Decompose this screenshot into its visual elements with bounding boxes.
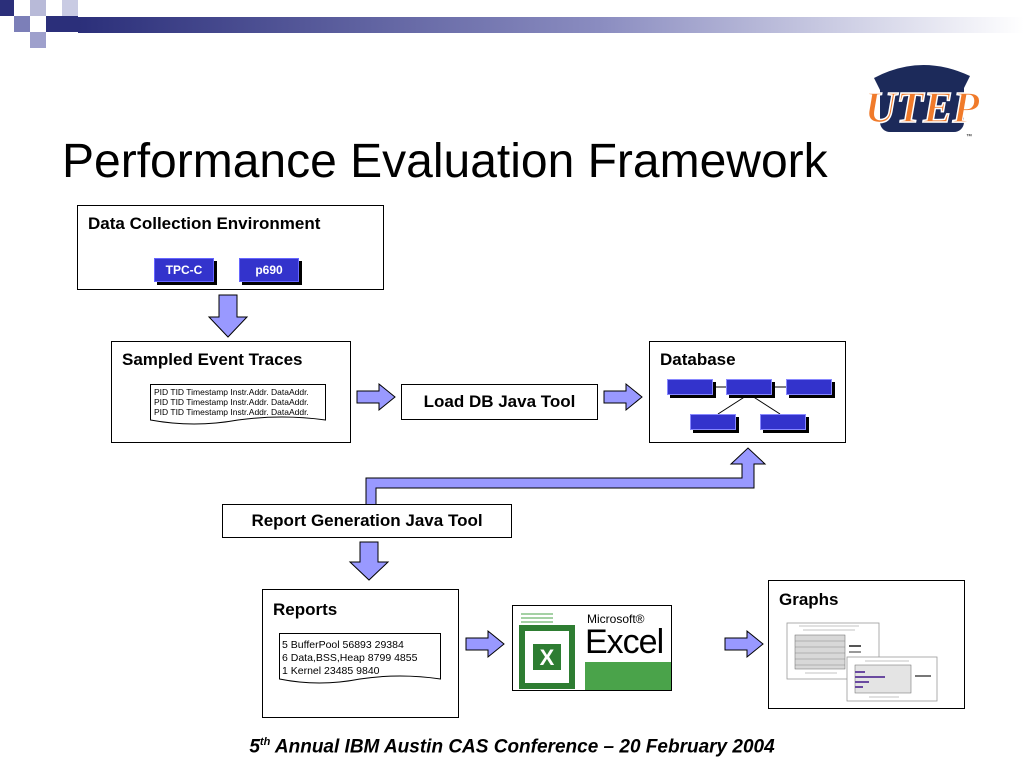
header-decoration	[0, 0, 1024, 52]
db-node	[667, 379, 713, 395]
excel-logo: X Microsoft® Excel	[512, 605, 672, 691]
report-line: 5 BufferPool 56893 29384	[282, 639, 404, 651]
graphs-box: Graphs	[768, 580, 965, 709]
trace-lines: PID TID Timestamp Instr.Addr. DataAddr. …	[154, 387, 309, 417]
excel-graphic: X	[519, 613, 671, 690]
data-collection-box: Data Collection Environment TPC-C p690	[77, 205, 384, 290]
footer-number: 5	[249, 736, 260, 758]
footer-conference: 5th Annual IBM Austin CAS Conference – 2…	[0, 736, 1024, 758]
svg-text:™: ™	[966, 133, 972, 140]
footer-suffix: th	[259, 736, 271, 748]
trace-line: PID TID Timestamp Instr.Addr. DataAddr.	[154, 387, 309, 397]
report-document-shape	[279, 633, 441, 684]
db-node	[786, 379, 832, 395]
load-db-tool: Load DB Java Tool	[401, 384, 598, 420]
graphs-title: Graphs	[779, 590, 839, 609]
report-lines: 5 BufferPool 56893 29384 6 Data,BSS,Heap…	[282, 639, 417, 678]
svg-text:X: X	[540, 645, 555, 670]
reports-title: Reports	[273, 600, 338, 619]
arrow-down-1	[207, 294, 249, 338]
tpcc-chip: TPC-C	[154, 258, 214, 282]
report-generation-tool: Report Generation Java Tool	[222, 504, 512, 538]
arrow-right-1	[356, 382, 396, 412]
arrow-up-to-database	[365, 447, 767, 507]
arrow-right-3	[465, 629, 505, 659]
excel-name: Excel	[585, 623, 664, 661]
p690-chip: p690	[239, 258, 299, 282]
svg-text:UTEP: UTEP	[865, 83, 981, 132]
database-title: Database	[660, 350, 736, 369]
footer-text: Annual IBM Austin CAS Conference – 20 Fe…	[270, 736, 775, 758]
logo-graphic: UTEP ™	[864, 64, 981, 140]
db-node	[690, 414, 736, 430]
trace-line: PID TID Timestamp Instr.Addr. DataAddr.	[154, 397, 309, 407]
arrow-right-4	[724, 629, 764, 659]
header-gradient	[0, 0, 1024, 48]
trace-document-shape	[150, 384, 326, 425]
db-node	[726, 379, 772, 395]
trace-line: PID TID Timestamp Instr.Addr. DataAddr.	[154, 407, 309, 417]
sampled-traces-box: Sampled Event Traces PID TID Timestamp I…	[111, 341, 351, 443]
report-line: 6 Data,BSS,Heap 8799 4855	[282, 652, 418, 664]
report-line: 1 Kernel 23485 9840	[282, 665, 380, 677]
reports-box: Reports 5 BufferPool 56893 29384 6 Data,…	[262, 589, 459, 718]
sampled-traces-title: Sampled Event Traces	[122, 350, 303, 369]
page-title: Performance Evaluation Framework	[62, 135, 828, 188]
db-node	[760, 414, 806, 430]
graph-thumbnails	[786, 622, 938, 702]
arrow-down-2	[348, 541, 390, 581]
excel-brand: Microsoft®	[587, 612, 645, 626]
arrow-right-2	[603, 382, 643, 412]
utep-logo: UTEP ™	[864, 48, 981, 148]
data-collection-title: Data Collection Environment	[88, 214, 321, 233]
database-box: Database	[649, 341, 846, 443]
db-links	[714, 386, 786, 415]
